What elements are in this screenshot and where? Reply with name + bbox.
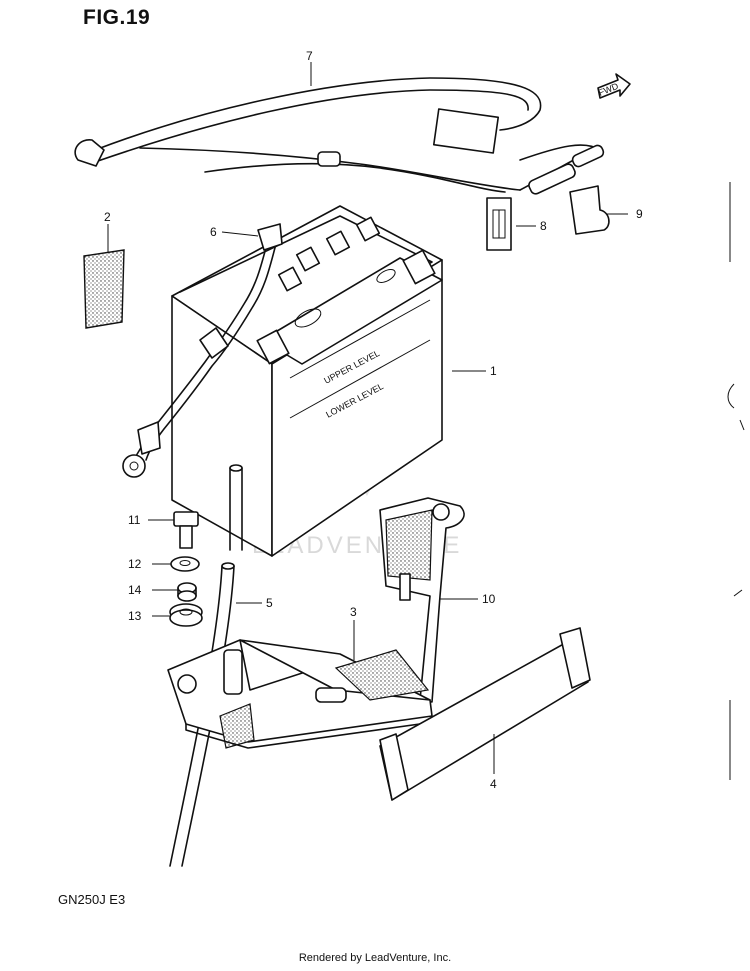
callout-13: 13 [128,609,142,623]
part-12-washer [170,556,200,572]
leader-lines [107,62,628,774]
part-7-wiring-harness [74,77,605,195]
footer-credit: Rendered by LeadVenture, Inc. [298,952,452,964]
callout-14: 14 [128,583,142,597]
figure-title: FIG.19 [83,6,151,29]
part-6-battery-cable [122,223,283,478]
callout-labels: 7 2 6 8 9 1 11 12 14 13 5 3 10 4 [104,49,643,791]
callout-11: 11 [128,513,141,527]
part-1-battery: UPPER LEVEL LOWER LEVEL [171,205,443,557]
part-4-band [379,627,591,801]
part-8-fuse-holder [486,197,512,251]
part-3-battery-tray [167,639,435,749]
part-11-bolt [173,511,199,549]
callout-3: 3 [350,605,357,619]
part-2-pad [83,249,125,329]
callout-1: 1 [490,364,497,378]
part-14-nut [177,582,197,602]
callout-4: 4 [490,777,497,791]
callout-7: 7 [306,49,313,63]
callout-5: 5 [266,596,273,610]
callout-12: 12 [128,557,142,571]
callout-10: 10 [482,592,496,606]
model-code: GN250J E3 [58,892,126,907]
callout-2: 2 [104,210,111,224]
part-13-cushion [169,603,203,627]
callout-9: 9 [636,207,643,221]
scan-edge-marks [727,182,745,780]
part-9-fuse-clip [569,185,610,235]
callout-6: 6 [210,225,217,239]
forward-arrow-icon: FWD [597,73,631,99]
callout-8: 8 [540,219,547,233]
